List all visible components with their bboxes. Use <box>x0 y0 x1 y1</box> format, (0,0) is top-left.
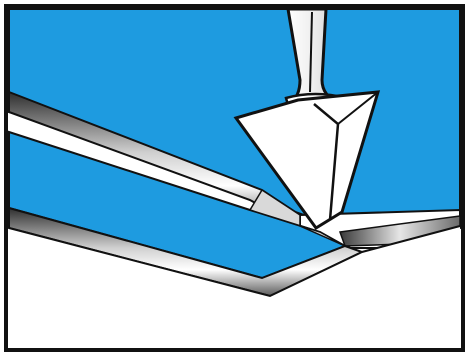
v-groove-cutter-illustration <box>0 0 469 356</box>
illustration-frame <box>0 0 469 356</box>
